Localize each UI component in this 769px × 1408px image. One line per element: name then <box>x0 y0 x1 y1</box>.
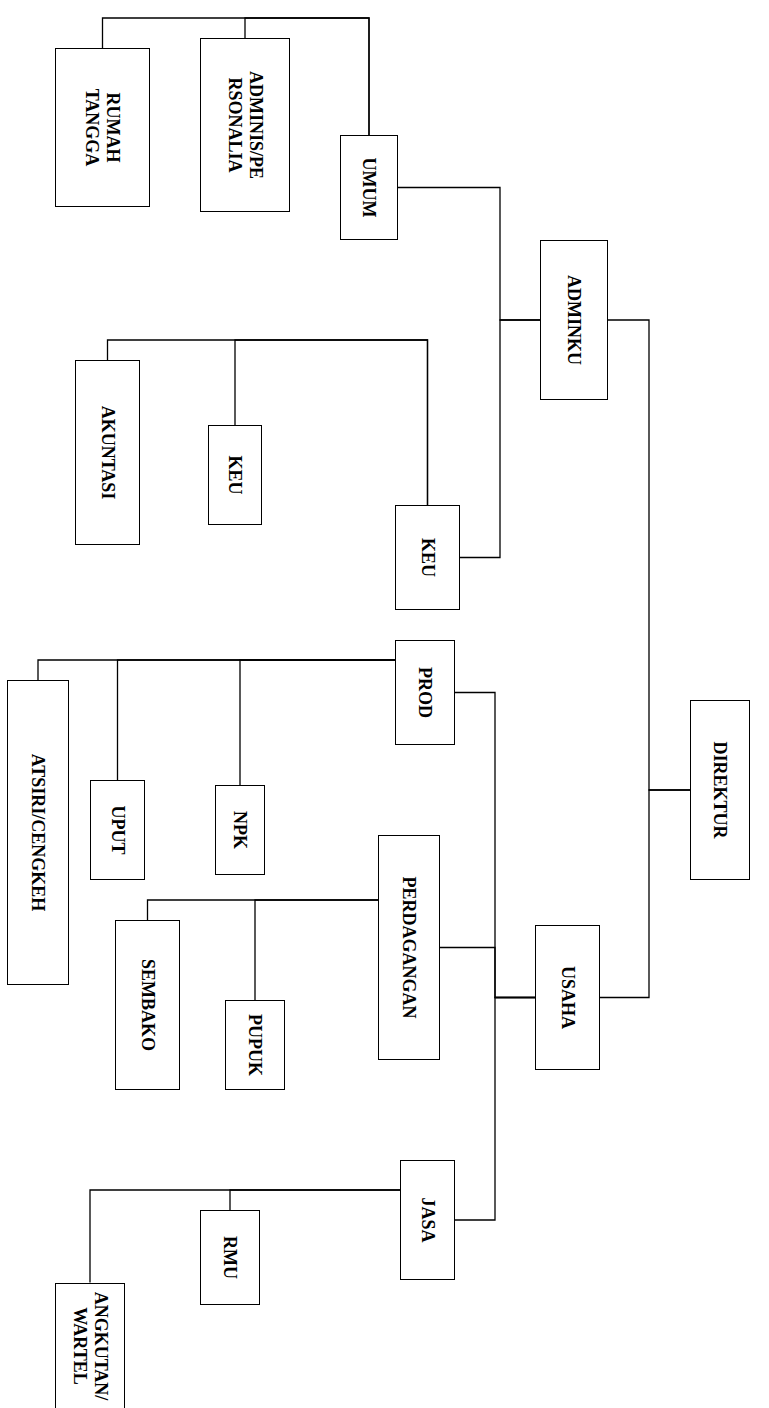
org-connector <box>230 1190 400 1210</box>
org-box: ANGKUTAN/ WARTEL <box>55 1283 125 1408</box>
org-box: RMU <box>200 1210 260 1305</box>
org-box: USAHA <box>535 925 600 1070</box>
node-label: JASA <box>417 1197 438 1242</box>
org-connector <box>398 188 540 321</box>
node-label: UPUT <box>107 806 128 855</box>
org-box: DIREKTUR <box>690 700 750 880</box>
org-box: SEMBAKO <box>115 920 180 1090</box>
org-box: PROD <box>395 640 455 745</box>
node-label: ATSIRI/CENGKEH <box>28 754 49 912</box>
org-connector <box>235 340 428 505</box>
node-label: PERDAGANGAN <box>399 877 420 1019</box>
org-box: ADMINKU <box>540 240 608 400</box>
org-connector <box>108 340 428 505</box>
org-box: AKUNTASI <box>75 360 140 545</box>
org-box: NPK <box>215 785 265 875</box>
node-label: ANGKUTAN/ WARTEL <box>69 1290 110 1403</box>
node-label: PROD <box>415 667 436 718</box>
org-box: KEU <box>395 505 460 610</box>
org-box: JASA <box>400 1160 455 1280</box>
node-label: UMUM <box>359 158 380 218</box>
node-label: PUPUK <box>245 1014 266 1076</box>
org-connector <box>460 320 540 558</box>
org-connector <box>600 790 690 998</box>
org-box: UMUM <box>340 135 398 240</box>
org-box: RUMAH TANGGA <box>55 48 150 207</box>
org-connector <box>255 900 378 1000</box>
org-connector <box>148 900 379 920</box>
org-box: KEU <box>208 425 262 525</box>
node-label: USAHA <box>557 966 578 1029</box>
org-connector <box>240 660 395 785</box>
node-label: RUMAH TANGGA <box>82 55 123 200</box>
node-label: RMU <box>220 1236 241 1279</box>
org-connector <box>118 660 396 780</box>
node-label: KEU <box>417 538 438 577</box>
org-box: ATSIRI/CENGKEH <box>7 680 69 985</box>
org-connector <box>455 998 535 1221</box>
node-label: KEU <box>225 455 246 494</box>
node-label: SEMBAKO <box>137 959 158 1051</box>
node-label: DIREKTUR <box>710 741 731 838</box>
node-label: ADMINIS/PE RSONALIA <box>224 45 265 205</box>
org-connector <box>38 660 395 680</box>
node-label: AKUNTASI <box>97 406 118 500</box>
org-box: PERDAGANGAN <box>378 835 440 1060</box>
org-box: UPUT <box>90 780 145 880</box>
org-box: ADMINIS/PE RSONALIA <box>200 38 290 212</box>
node-label: NPK <box>230 811 251 849</box>
org-connector <box>608 320 690 790</box>
org-connector <box>440 948 535 998</box>
org-box: PUPUK <box>225 1000 285 1090</box>
node-label: ADMINKU <box>564 275 585 365</box>
